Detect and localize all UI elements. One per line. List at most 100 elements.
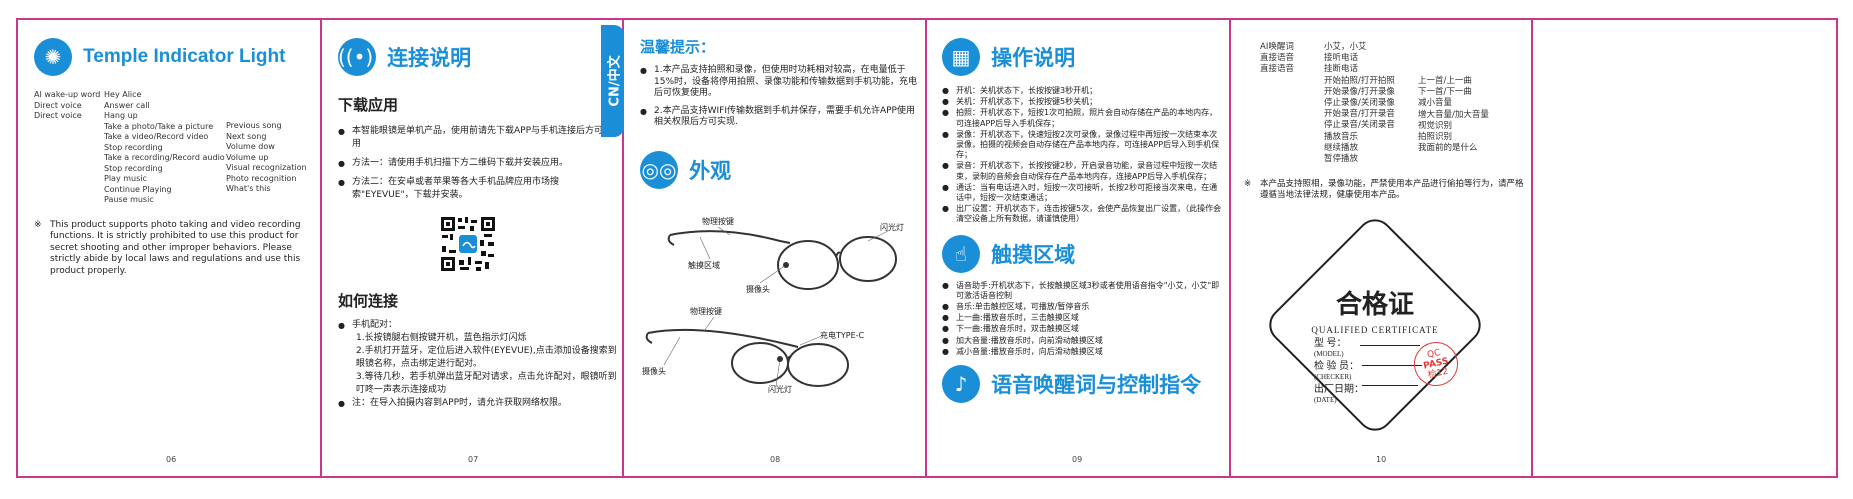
cert-field-sublabel: (DATE) xyxy=(1314,396,1337,404)
cert-subtitle: QUALIFIED CERTIFICATE xyxy=(1311,325,1439,335)
table-cell: Volume dow xyxy=(226,142,275,151)
table-cell: 开始拍照/打开拍照 xyxy=(1324,75,1395,86)
table-cell: 下一首/下一曲 xyxy=(1418,87,1472,98)
table-cell: Visual recognization xyxy=(226,163,307,172)
list-item: 1.本产品支持拍照和录像，但使用时功耗相对较高，在电量低于15%时，设备将停用拍… xyxy=(640,65,920,100)
table-cell: Take a recording/Record audio xyxy=(104,153,225,162)
page-10: AI唤醒词直接语音直接语音 小艾，小艾接听电话挂断电话开始拍照/打开拍照开始录像… xyxy=(1244,20,1528,476)
note-mark: ※ xyxy=(1244,179,1252,190)
list-item: 本智能眼镜是单机产品，使用前请先下载APP与手机连接后方可使用 xyxy=(338,125,618,151)
qr-code[interactable] xyxy=(440,216,496,272)
note-text: This product supports photo taking and v… xyxy=(50,219,301,276)
cert-fields: 型 号： (MODEL) 检 验 员： (CHECKER) 出厂日期： (DAT… xyxy=(1292,339,1458,405)
download-list: 本智能眼镜是单机产品，使用前请先下载APP与手机连接后方可使用方法一：请使用手机… xyxy=(338,125,618,202)
touch-icon: ☝ xyxy=(942,234,980,273)
table-cell: Answer call xyxy=(104,100,150,110)
voice-icon: ♪ xyxy=(942,365,980,404)
fold-line xyxy=(1531,18,1533,478)
list-item: 2.本产品支持WIFI传输数据到手机并保存，需要手机允许APP使用相关权限后方可… xyxy=(640,106,920,129)
diagram-label: 摄像头 xyxy=(746,284,770,294)
table-cell: Take a video/Record video xyxy=(104,132,209,141)
page-06-header: ✺ Temple Indicator Light xyxy=(34,38,316,76)
privacy-note: ※ This product supports photo taking and… xyxy=(34,220,316,278)
table-cell: Photo recognition xyxy=(226,173,297,183)
list-item: 出厂设置：开机状态下，连击按键5次，会使产品恢复出厂设置，（此操作会清空设备上所… xyxy=(942,204,1224,224)
section-title: 下载应用 xyxy=(338,96,399,114)
list-item: 拍照：开机状态下，短按1次可拍照，照片会自动存储在产品的本地内存，可连接APP后… xyxy=(942,108,1224,128)
list-item: 关机：开机状态下，长按按键5秒关机； xyxy=(942,97,1224,107)
pairing-label: 手机配对： xyxy=(352,320,398,330)
table-cell: 停止录像/关闭录像 xyxy=(1324,98,1395,109)
list-item: 语音助手:开机状态下，长按触摸区域3秒或者使用语音指令"小艾，小艾"即可激活语音… xyxy=(942,281,1224,301)
table-cell: Stop recording xyxy=(104,163,163,173)
diagram-label: 触摸区域 xyxy=(688,260,720,270)
page-07-header: ((•)) 连接说明 xyxy=(338,38,618,76)
table-cell: 2.手机打开蓝牙，定位后进入软件(EYEVUE),点击添加设备搜索到眼镜名称，点… xyxy=(356,346,617,369)
table-cell: 1.长按镜腿右侧按键开机，蓝色指示灯闪烁 xyxy=(356,333,527,343)
table-cell: 继续播放 xyxy=(1324,142,1359,153)
section-title: 语音唤醒词与控制指令 xyxy=(991,374,1202,398)
qualified-certificate: 合格证 QUALIFIED CERTIFICATE 型 号： (MODEL) 检… xyxy=(1292,284,1458,405)
table-cell: Hang up xyxy=(104,111,138,120)
signal-icon: ((•)) xyxy=(338,38,381,76)
table-cell: Direct voice xyxy=(34,111,82,120)
glasses-diagram: 物理按键 闪光灯 触摸区域 摄像头 物理按键 充电TYPE-C 摄像头 闪光灯 xyxy=(640,195,910,395)
voice-header: ♪ 语音唤醒词与控制指令 xyxy=(942,365,1224,404)
table-cell: Continue Playing xyxy=(104,184,172,194)
page-06: ✺ Temple Indicator Light AI wake-up word… xyxy=(34,20,316,476)
table-cell: 小艾，小艾 xyxy=(1324,42,1367,52)
qr-code-graphic xyxy=(440,216,496,272)
command-column-phrase-2: 上一首/上一曲下一首/下一曲减小音量增大音量/加大音量视觉识别拍照识别我面前的是… xyxy=(1418,42,1518,165)
table-cell: What's this xyxy=(226,184,271,193)
fold-line xyxy=(622,18,624,478)
list-item: 方法二：在安卓或者苹果等各大手机品牌应用市场搜索"EYEVUE"，下载并安装。 xyxy=(338,176,618,202)
list-item: 方法一：请使用手机扫描下方二维码下载并安装应用。 xyxy=(338,157,618,170)
table-cell: 我面前的是什么 xyxy=(1418,143,1478,154)
touch-header: ☝ 触摸区域 xyxy=(942,234,1224,273)
table-cell: 直接语音 xyxy=(1260,64,1295,75)
list-item: 通话：当有电话进入时，短按一次可接听，长按2秒可拒接当次来电，在通话中，短按一次… xyxy=(942,183,1224,203)
list-item: 录音：开机状态下，长按按键2秒，开启录音功能，录音过程中短按一次结束，录制的音频… xyxy=(942,161,1224,181)
section-title: 外观 xyxy=(689,159,732,183)
glasses-icon: ◎◎ xyxy=(640,150,678,189)
cert-line xyxy=(1360,345,1420,346)
look-header: ◎◎ 外观 xyxy=(640,150,920,189)
apps-icon: ▦ xyxy=(942,38,980,76)
table-cell: Play music xyxy=(104,174,147,183)
list-item: 减小音量:播放音乐时，向后滑动触摸区域 xyxy=(942,347,1224,357)
page-09: ▦ 操作说明 开机：关机状态下，长按按键3秒开机；关机：开机状态下，长按按键5秒… xyxy=(942,20,1224,476)
table-cell: AI wake-up word xyxy=(34,90,101,99)
operation-list: 开机：关机状态下，长按按键3秒开机；关机：开机状态下，长按按键5秒关机；拍照：开… xyxy=(942,86,1224,225)
connect-list: 手机配对： 1.长按镜腿右侧按键开机，蓝色指示灯闪烁 2.手机打开蓝牙，定位后进入… xyxy=(338,319,618,410)
page-number: 08 xyxy=(770,455,781,464)
list-item: 录像：开机状态下，快速短按2次可录像，录像过程中再短按一次结束本次录像，拍摄的视… xyxy=(942,130,1224,161)
page-title: 连接说明 xyxy=(387,47,472,70)
language-tab: CN/中文 xyxy=(601,25,624,137)
section-title: 触摸区域 xyxy=(991,243,1076,267)
list-item: 注：在导入拍摄内容到APP时，请允许获取网络权限。 xyxy=(338,397,618,410)
touch-list: 语音助手:开机状态下，长按触摸区域3秒或者使用语音指令"小艾，小艾"即可激活语音… xyxy=(942,281,1224,358)
table-cell: Direct voice xyxy=(34,100,82,110)
voice-command-table: AI唤醒词直接语音直接语音 小艾，小艾接听电话挂断电话开始拍照/打开拍照开始录像… xyxy=(1244,42,1528,165)
table-cell: 开始录像/打开录像 xyxy=(1324,86,1395,97)
language-tab-label: CN/中文 xyxy=(607,55,622,107)
diagram-label: 充电TYPE-C xyxy=(820,330,865,340)
list-item: 下一曲:播放音乐时，双击触摸区域 xyxy=(942,324,1224,334)
list-item: 音乐:单击触控区域，可播放/暂停音乐 xyxy=(942,302,1224,312)
cert-field-label: 型 号： xyxy=(1314,338,1347,349)
table-cell: 停止录音/关闭录音 xyxy=(1324,120,1395,131)
glasses-illustration xyxy=(645,226,897,387)
list-item: 开机：关机状态下，长按按键3秒开机； xyxy=(942,86,1224,96)
section-title: 操作说明 xyxy=(991,47,1076,70)
table-cell: 挂断电话 xyxy=(1324,64,1359,75)
light-icon: ✺ xyxy=(34,38,72,76)
cert-field-label: 检 验 员： xyxy=(1314,361,1359,372)
list-item-text: 注：在导入拍摄内容到APP时，请允许获取网络权限。 xyxy=(352,398,568,408)
section-title: 如何连接 xyxy=(338,292,399,310)
table-cell: 视觉识别 xyxy=(1418,120,1453,131)
cert-field-sublabel: (MODEL) xyxy=(1314,350,1344,358)
table-cell: 上一首/上一曲 xyxy=(1418,76,1472,86)
